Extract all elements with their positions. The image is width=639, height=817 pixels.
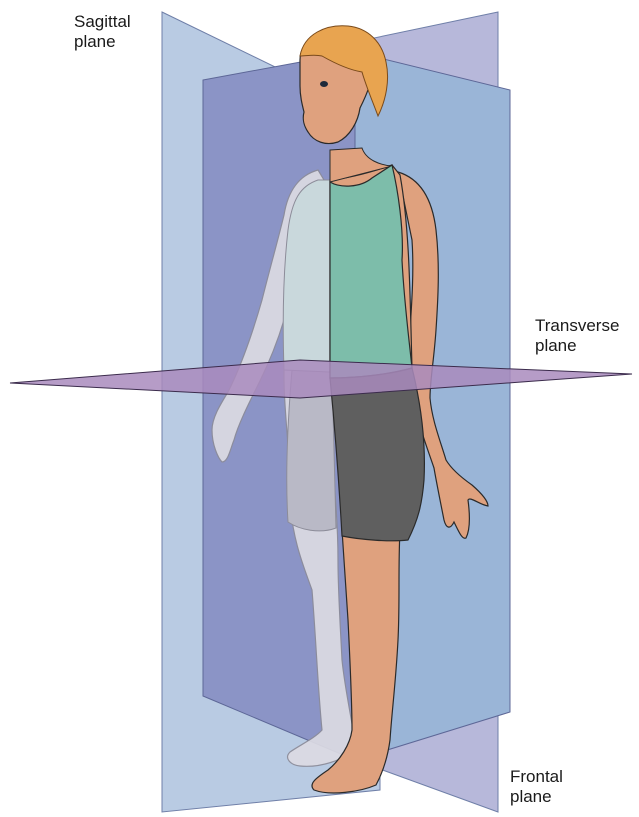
transverse-plane — [10, 360, 632, 398]
frontal-plane-label: Frontal plane — [510, 767, 563, 807]
sagittal-plane-label: Sagittal plane — [74, 12, 131, 52]
transverse-plane-label: Transverse plane — [535, 316, 619, 356]
